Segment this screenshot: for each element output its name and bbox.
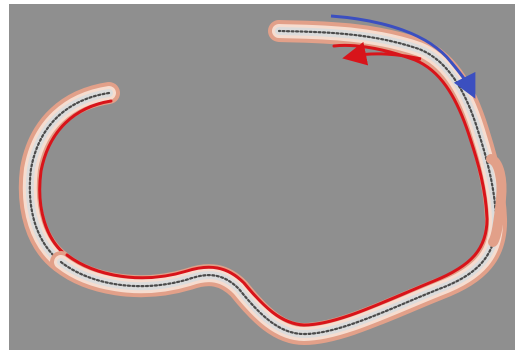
- diagram-panel: [9, 4, 515, 350]
- diagram-canvas: [9, 4, 515, 350]
